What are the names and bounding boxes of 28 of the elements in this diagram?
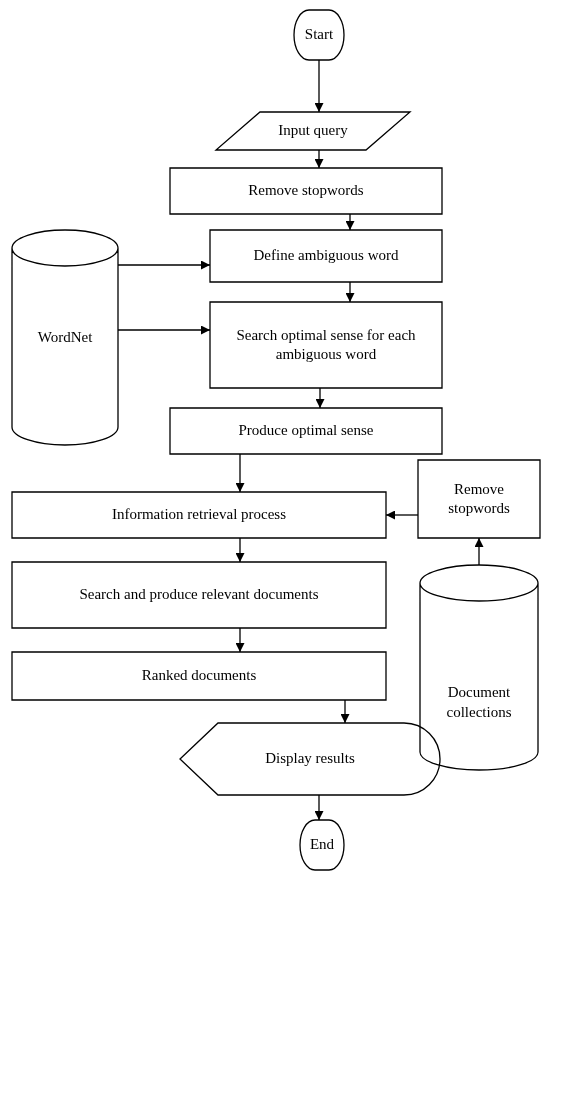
node-label: Search and produce relevant documents [78, 585, 320, 605]
node-label: Define ambiguous word [252, 246, 400, 266]
arrow [314, 149, 324, 169]
arrow [235, 453, 245, 493]
node-label: Input query [277, 121, 349, 141]
node-label: Search optimal sense for each ambiguous word [235, 325, 417, 364]
arrow [117, 325, 211, 335]
node-label: Ranked documents [140, 666, 258, 686]
arrow [340, 699, 350, 724]
node-label: Remove stopwords [247, 181, 365, 201]
arrow [385, 510, 419, 520]
node-label: Document collections [445, 683, 513, 722]
arrow [235, 537, 245, 563]
node-label: Start [303, 25, 335, 45]
node-label: WordNet [36, 327, 94, 347]
node-label: Produce optimal sense [237, 421, 375, 441]
node-label: Information retrieval process [110, 505, 288, 525]
arrow [314, 59, 324, 113]
arrow [315, 387, 325, 409]
arrow [474, 537, 484, 566]
arrow [117, 260, 211, 270]
arrow [345, 281, 355, 303]
node-label: End [308, 835, 336, 855]
arrow [314, 794, 324, 821]
node-label: Display results [264, 749, 356, 769]
arrow [345, 213, 355, 231]
arrow [235, 627, 245, 653]
node-label: Remove stopwords [447, 479, 511, 518]
